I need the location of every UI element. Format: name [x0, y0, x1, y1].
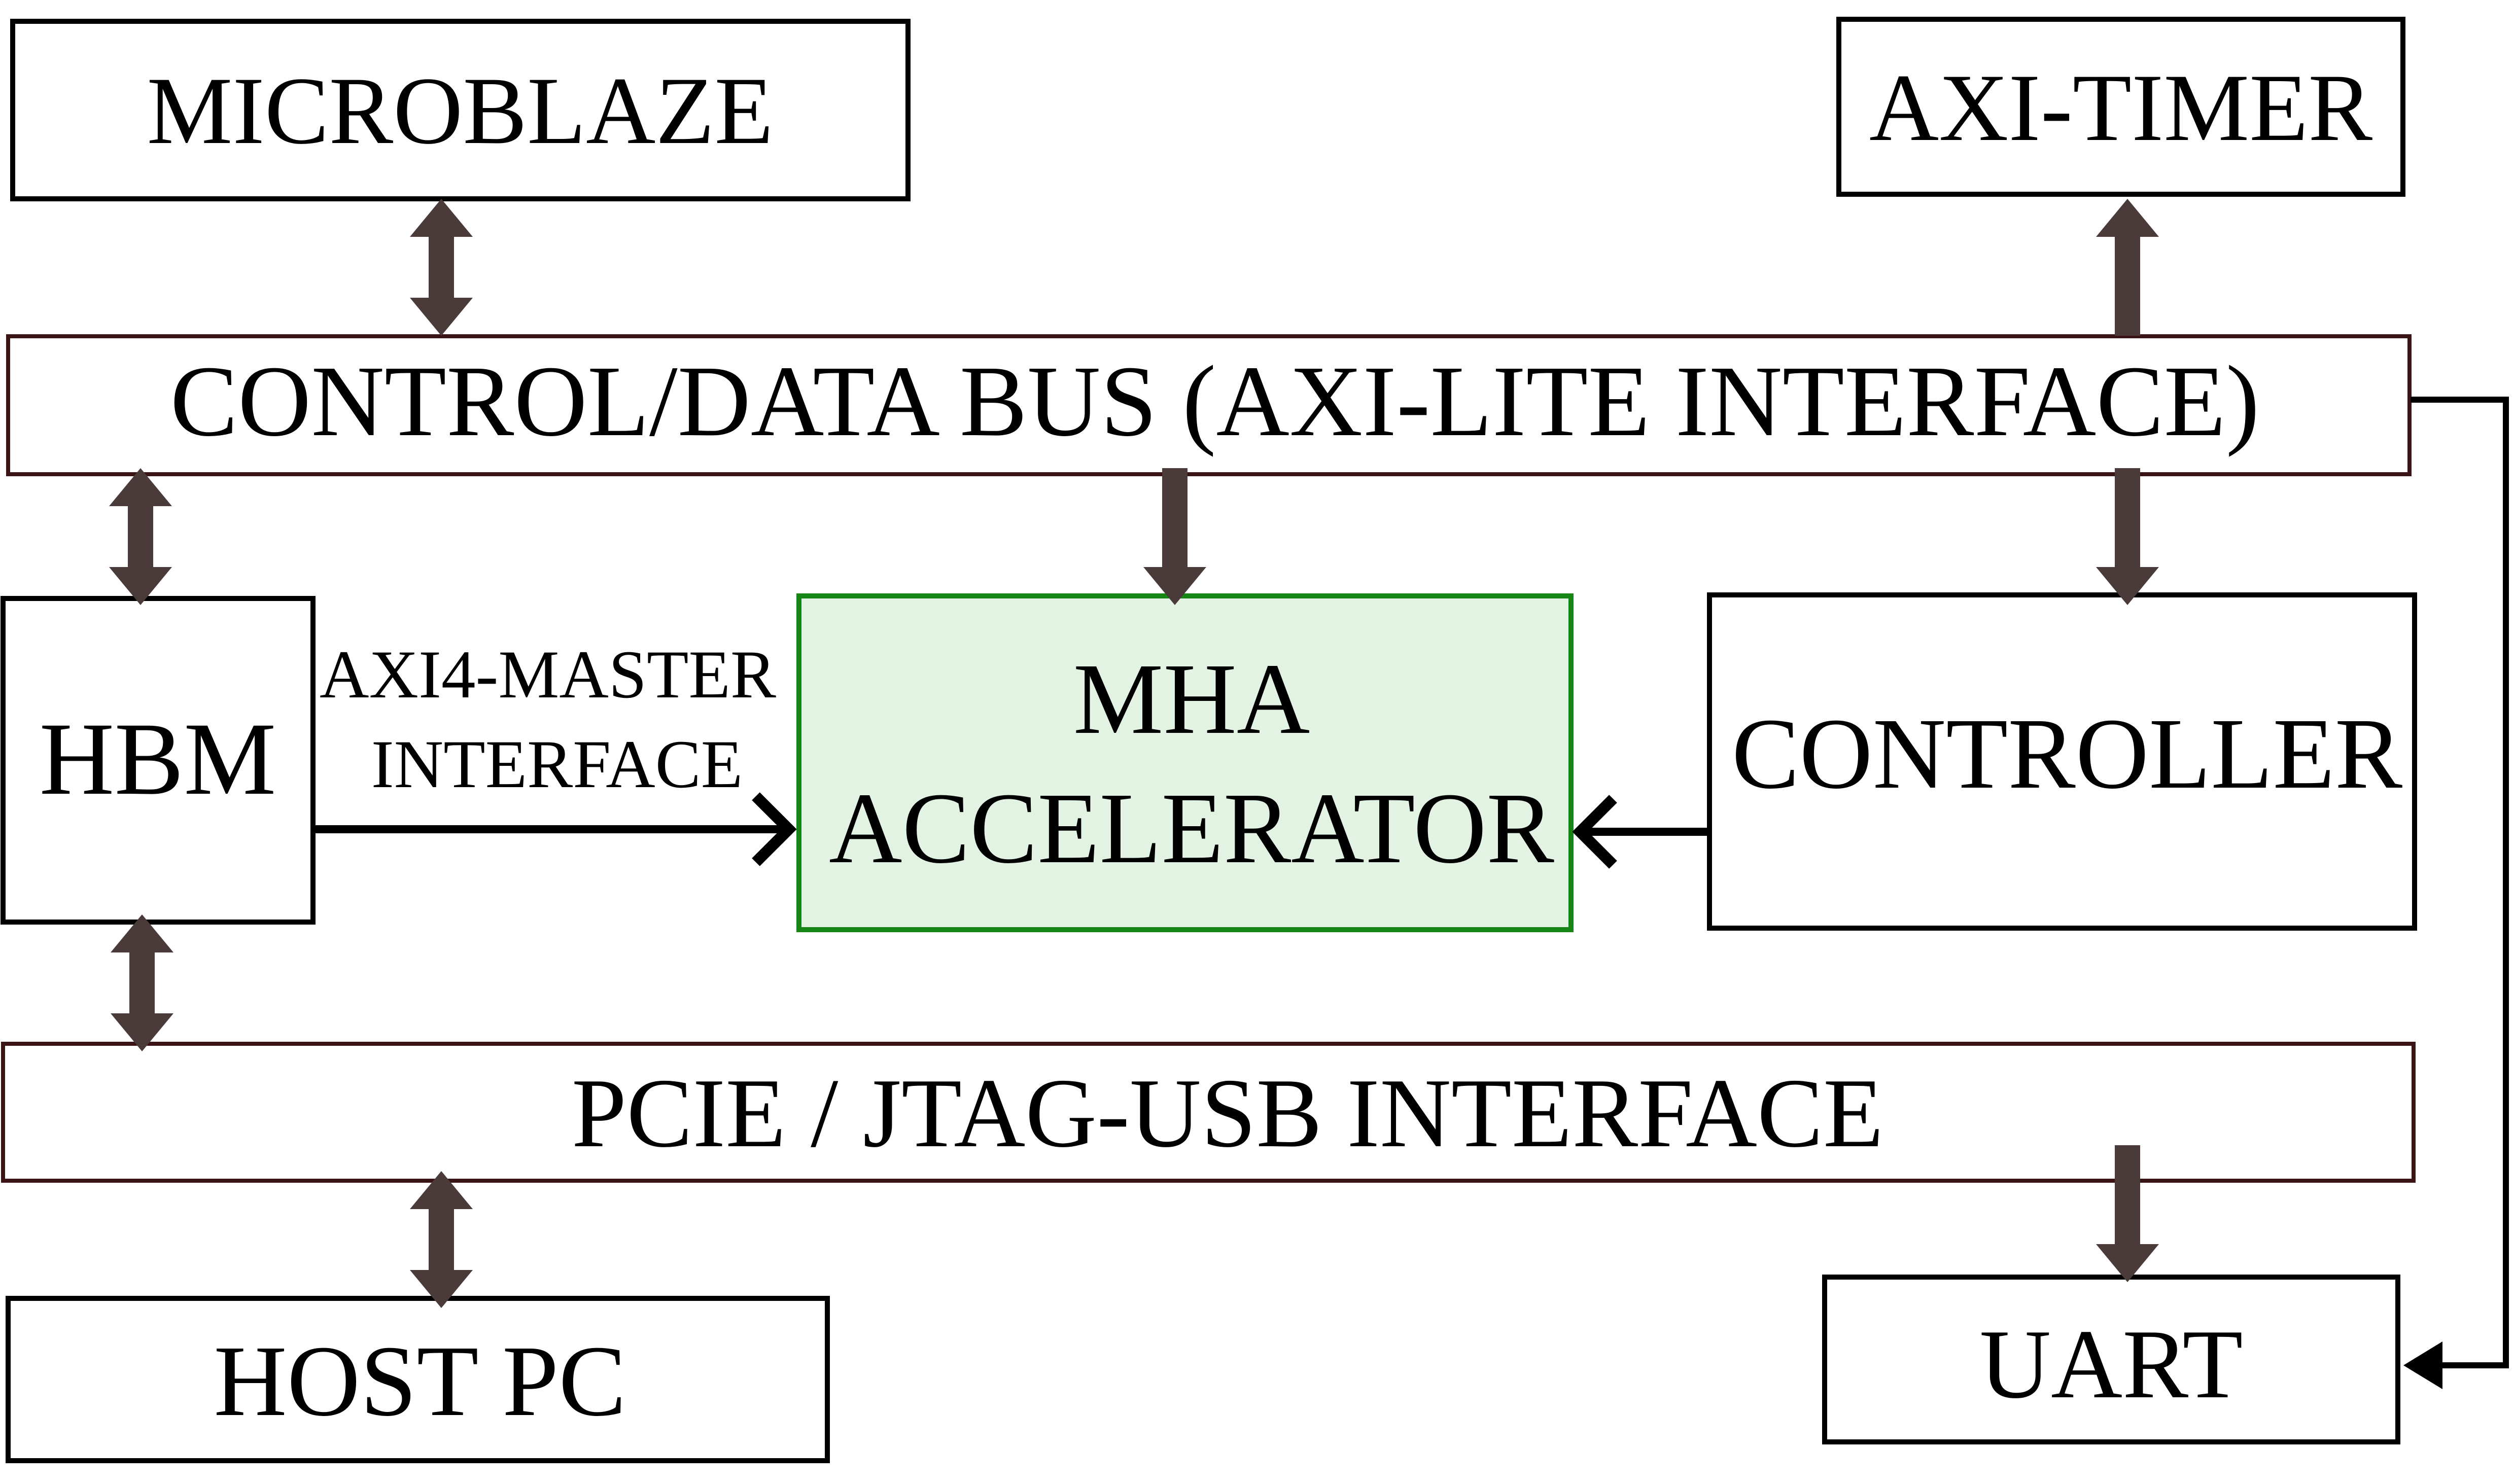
- axi-timer-block: AXI-TIMER: [1836, 17, 2405, 197]
- hbm-label: HBM: [39, 701, 276, 817]
- axi4-master-label-line1: AXI4-MASTER: [320, 637, 776, 713]
- microblaze-label: MICROBLAZE: [147, 58, 774, 164]
- pcie-label: PCIE / JTAG-USB INTERFACE: [572, 1058, 1883, 1168]
- pcie-jtag-usb-interface: PCIE / JTAG-USB INTERFACE: [1, 1042, 2416, 1183]
- uart-label: UART: [1979, 1310, 2243, 1419]
- axi4-master-arrow: [316, 792, 797, 866]
- axi-timer-label: AXI-TIMER: [1869, 55, 2372, 161]
- bus-to-axi-timer-arrow: [2096, 199, 2159, 336]
- axi4-master-label-line2: INTERFACE: [371, 727, 743, 802]
- controller-block: CONTROLLER: [1707, 592, 2417, 931]
- uart-block: UART: [1822, 1275, 2400, 1444]
- hbm-block: HBM: [1, 596, 316, 925]
- control-data-bus-label: CONTROL/DATA BUS (AXI-LITE INTERFACE): [170, 345, 2260, 457]
- bus-to-controller-arrow: [2096, 468, 2159, 605]
- bus-to-uart-arrow: [2403, 397, 2509, 1389]
- host-pc-block: HOST PC: [6, 1296, 830, 1463]
- mha-label-line2: ACCELERATOR: [829, 772, 1554, 885]
- control-data-bus: CONTROL/DATA BUS (AXI-LITE INTERFACE): [6, 334, 2412, 476]
- hbm-pcie-double-arrow: [111, 914, 173, 1051]
- bus-hbm-double-arrow: [109, 468, 172, 605]
- mha-label-line1: MHA: [1073, 643, 1310, 755]
- controller-label: CONTROLLER: [1732, 698, 2403, 810]
- bus-to-mha-arrow: [1143, 468, 1206, 605]
- microblaze-block: MICROBLAZE: [10, 19, 911, 201]
- controller-to-mha-arrow: [1572, 795, 1708, 869]
- mha-accelerator-block: MHA ACCELERATOR: [796, 593, 1574, 932]
- microblaze-bus-double-arrow: [410, 199, 473, 336]
- pcie-host-double-arrow: [410, 1171, 473, 1308]
- host-pc-label: HOST PC: [214, 1325, 626, 1437]
